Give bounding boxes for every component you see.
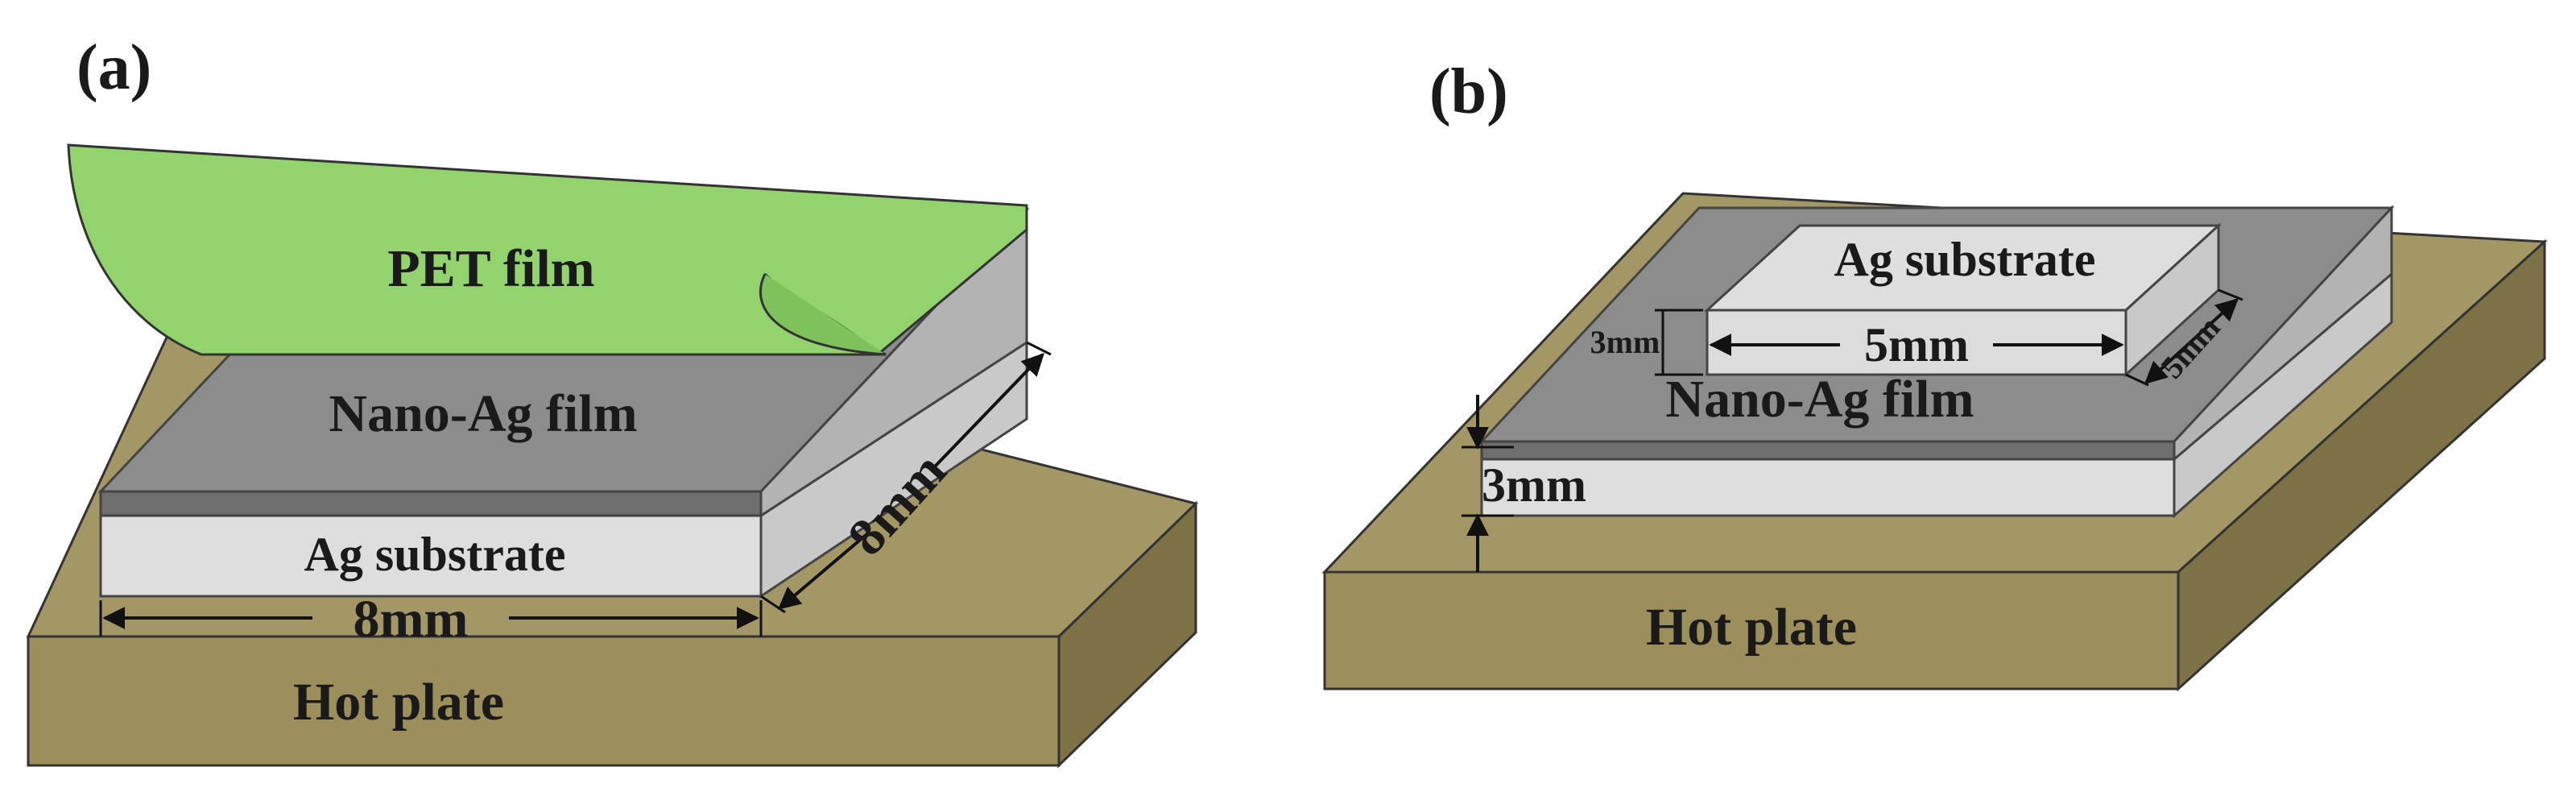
pet-film-curl (759, 273, 887, 356)
hot-plate-label: Hot plate (293, 673, 504, 732)
panel-a-label: (a) (76, 32, 151, 103)
panel-a-pet-film: PET film (67, 143, 1028, 357)
nano-ag-film-label: Nano-Ag film (329, 384, 637, 443)
panel-b: (b) Hot plate Nano-Ag film Ag substrate (1321, 56, 2548, 692)
top-width-label: 5mm (1864, 318, 1969, 371)
pet-film-label: PET film (387, 239, 594, 298)
base-thickness-label: 3mm (1482, 458, 1586, 512)
ag-substrate-label: Ag substrate (304, 528, 566, 581)
panel-a: (a) Hot plate Ag substrate Nano-Ag film … (26, 32, 1198, 769)
top-thickness-label: 3mm (1590, 324, 1660, 360)
nano-ag-film-label: Nano-Ag film (1665, 370, 1974, 429)
panel-b-top-width-dimension: 5mm (1709, 318, 2124, 371)
panel-b-base-thickness-dimension: 3mm (1462, 395, 1586, 572)
hot-plate-side (2177, 238, 2546, 692)
hot-plate-label: Hot plate (1646, 598, 1857, 657)
top-ag-substrate-label: Ag substrate (1834, 233, 2096, 286)
hot-plate-front (27, 635, 1061, 767)
panel-b-top-thickness-dimension: 3mm (1590, 309, 1703, 376)
hot-plate-side (1057, 500, 1197, 769)
width-dimension-label: 8mm (354, 590, 469, 649)
nano-ag-film-side (2173, 205, 2393, 462)
nano-ag-film-front (99, 490, 763, 517)
nano-ag-film-front (1480, 440, 2176, 461)
panel-a-width-dimension: 8mm (99, 590, 763, 649)
panel-b-base-ag-substrate (1480, 271, 2393, 519)
panel-b-label: (b) (1429, 56, 1508, 127)
